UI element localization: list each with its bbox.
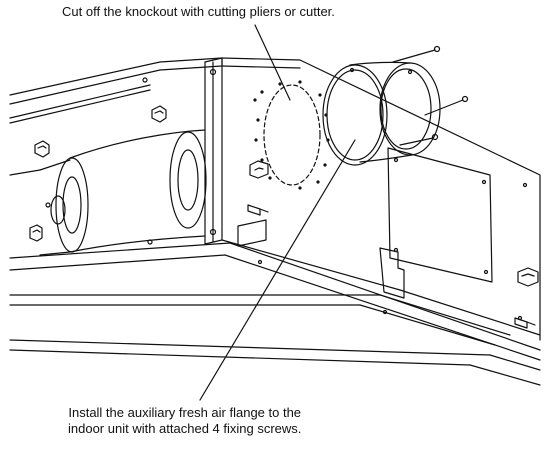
side-bracket-lower xyxy=(247,204,269,216)
blower-fan-housing xyxy=(9,129,207,256)
hanging-bracket-right-low xyxy=(514,317,536,329)
knockout-hole xyxy=(253,80,330,190)
fresh-air-flange xyxy=(322,61,441,166)
unit-side-panel xyxy=(221,57,541,341)
hanging-bracket-left-mid xyxy=(151,105,167,123)
fixing-screw-1 xyxy=(392,45,441,63)
unit-top-panel xyxy=(9,57,223,124)
drain-tab xyxy=(379,247,405,299)
fixing-screw-3 xyxy=(399,133,439,146)
knockout-instruction: Cut off the knockout with cutting pliers… xyxy=(62,4,335,19)
flange-instruction-line-2: indoor unit with attached 4 fixing screw… xyxy=(68,421,302,436)
knockout-leader-line xyxy=(254,24,291,101)
fixing-screw-2 xyxy=(424,95,469,116)
hanging-bracket-right-top xyxy=(517,267,539,287)
unit-frame-post xyxy=(204,57,223,245)
flange-instruction-line-1: Install the auxiliary fresh air flange t… xyxy=(68,405,302,420)
hanging-bracket-left-top xyxy=(34,140,50,158)
flange-instruction: Install the auxiliary fresh air flange t… xyxy=(68,405,301,437)
base-grille xyxy=(9,219,541,386)
access-panel xyxy=(387,147,528,321)
side-bracket-upper xyxy=(249,160,269,179)
hanging-bracket-left-low xyxy=(29,224,43,242)
flange-leader-line xyxy=(199,139,356,401)
